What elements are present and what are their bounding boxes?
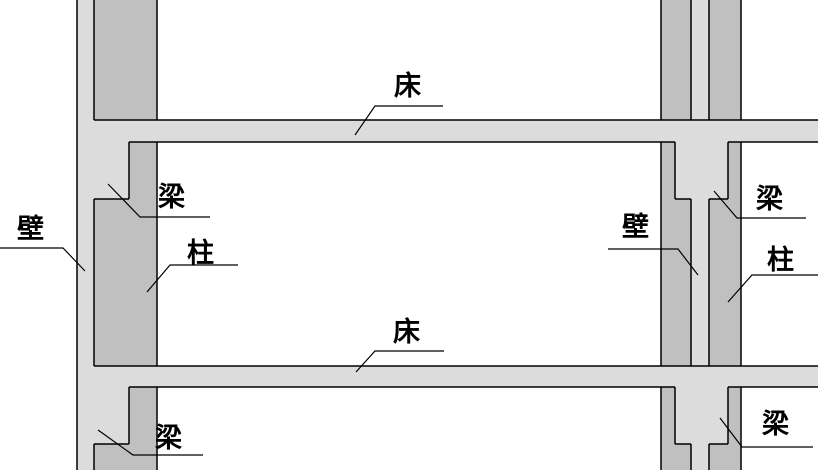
label-column-left: 柱: [187, 238, 214, 269]
notch-right-b-upper: [709, 142, 728, 199]
column-right-a-upper: [661, 0, 691, 120]
leader-lines: [0, 105, 818, 456]
column-right-b-upper: [709, 0, 741, 120]
leader-wall-right: [608, 248, 699, 276]
column-left-lower: [94, 444, 157, 470]
column-right-b-lower: [709, 444, 741, 470]
label-floor-upper: 床: [394, 71, 421, 102]
wall-right: [691, 0, 709, 470]
leader-column-right: [727, 274, 818, 303]
label-floor-lower: 床: [393, 317, 420, 348]
column-right-b-middle: [709, 199, 741, 366]
beam-right-b-upper: [728, 142, 741, 199]
column-left-middle: [94, 199, 157, 366]
notch-left-lower: [94, 387, 129, 444]
notch-left-upper: [94, 142, 129, 199]
label-beam-lower-left: 梁: [155, 423, 182, 454]
leader-wall-left: [0, 247, 86, 272]
beam-left-upper: [129, 142, 157, 199]
column-right-a-lower: [661, 444, 691, 470]
wall-left: [77, 0, 94, 470]
light-panels: [77, 0, 818, 470]
column-right-a-middle: [661, 199, 691, 366]
notch-right-a-upper: [675, 142, 691, 199]
beam-left-lower: [129, 387, 157, 444]
leader-floor-upper: [354, 105, 443, 136]
label-column-right: 柱: [767, 245, 794, 276]
leader-beam-upper-right: [713, 190, 806, 219]
leader-beam-upper-left: [107, 183, 210, 218]
column-left-upper: [94, 0, 157, 120]
label-beam-upper-left: 梁: [158, 182, 185, 213]
notch-right-b-lower: [709, 387, 728, 444]
label-beam-lower-right: 梁: [762, 409, 789, 440]
notch-right-a-lower: [675, 387, 691, 444]
beam-right-b-lower: [728, 387, 741, 444]
floor-slab-lower: [77, 366, 818, 387]
leader-floor-lower: [355, 350, 444, 373]
label-wall-right: 壁: [622, 212, 649, 243]
leader-column-left: [146, 264, 238, 293]
label-beam-upper-right: 梁: [756, 184, 783, 215]
floor-slab-upper: [77, 120, 818, 142]
leader-beam-lower-right: [719, 417, 813, 448]
structure-outlines: [76, 0, 818, 470]
leader-beam-lower-left: [97, 429, 203, 456]
label-wall-left: 壁: [17, 214, 44, 245]
beam-right-a-lower: [661, 387, 675, 444]
dark-members: [94, 0, 741, 470]
beam-right-a-upper: [661, 142, 675, 199]
